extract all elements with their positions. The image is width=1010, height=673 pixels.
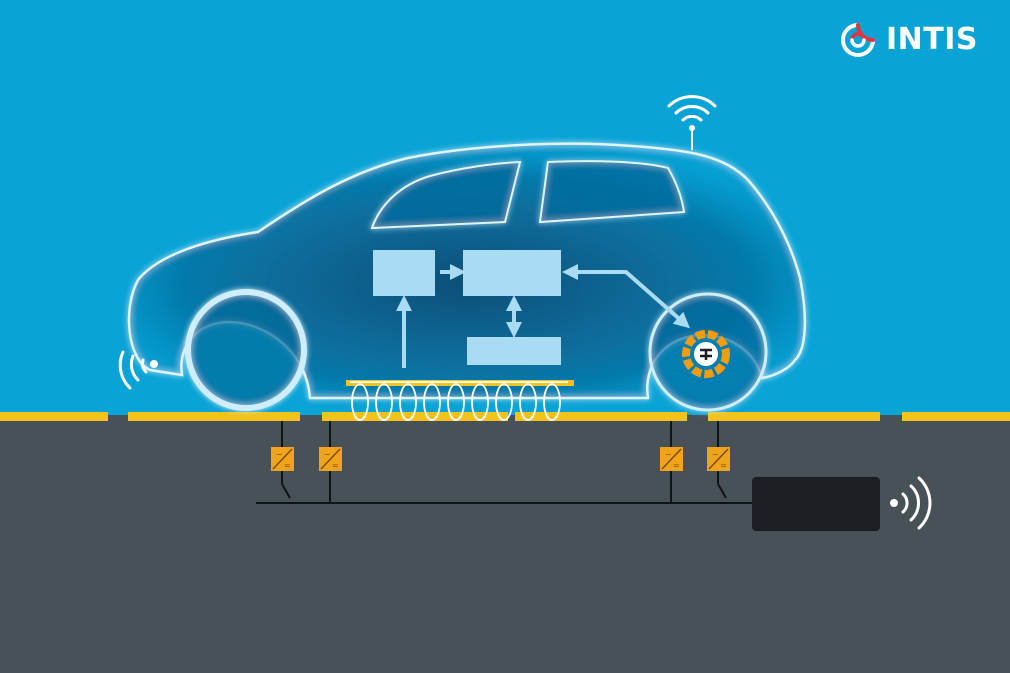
induction-coil-icon [350,381,568,421]
road-surface [0,415,1010,673]
receiver-block [373,250,435,296]
supply-wiring [256,421,756,504]
lane-dash [322,412,508,421]
power-converter-icon: ~ = [707,447,730,471]
lane-dash [902,412,1010,421]
power-converter-icon: ~ = [319,447,342,471]
front-wheel [185,289,307,411]
power-converter-icon: ~ = [660,447,683,471]
lane-dash [515,412,687,421]
svg-text:=: = [673,461,680,470]
roof-antenna [689,125,695,150]
svg-text:~: ~ [276,450,283,459]
svg-text:=: = [720,461,727,470]
lane-dash [128,412,300,421]
car-front-window [370,160,522,230]
brand-logo: INTIS [838,20,978,60]
arrow-controller-to-wheel [562,264,691,329]
vehicle-coil-pad [346,380,574,386]
wireless-signal-icon [890,476,932,530]
intis-logo-icon [841,23,875,57]
power-converter-icon: ~ = [271,447,294,471]
svg-text:=: = [332,461,339,470]
svg-text:~: ~ [324,450,331,459]
vehicle-electronics [373,250,691,368]
wireless-signal-icon [667,95,717,122]
brand-name: INTIS [885,22,978,57]
steering-wheel-icon [682,330,730,378]
svg-text:~: ~ [712,450,719,459]
wireless-signal-icon [118,350,158,390]
lane-dash [708,412,880,421]
lane-dash [0,412,108,421]
battery-block [467,337,561,365]
car-rear-window [538,160,686,224]
controller-block [463,250,561,296]
svg-text:=: = [284,461,291,470]
control-unit-icon [752,477,880,531]
svg-text:~: ~ [665,450,672,459]
lane-markings [0,412,1010,421]
